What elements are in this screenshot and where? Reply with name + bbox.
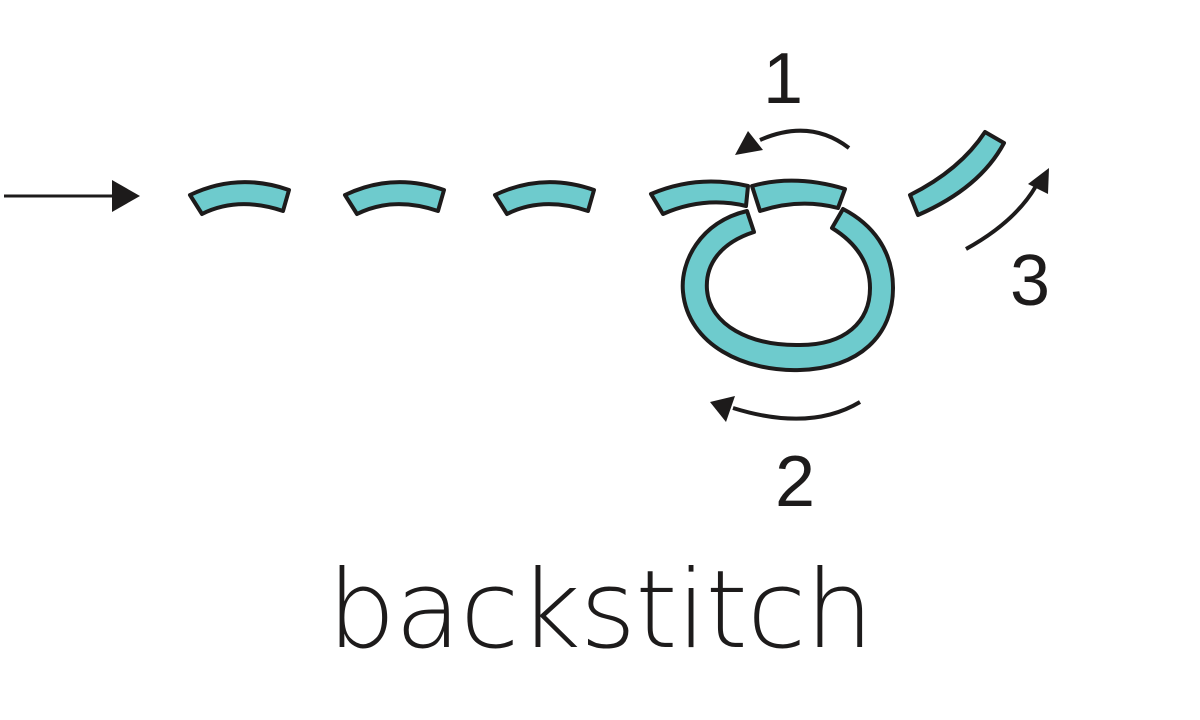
direction-arrow-icon: [4, 180, 140, 212]
step-2-arrow-icon: [710, 396, 862, 422]
diagram-title: backstitch: [327, 548, 873, 673]
step-1-arrow-icon: [735, 128, 851, 155]
stitch-2: [343, 180, 446, 216]
stitch-next: [908, 130, 1006, 217]
step-3-arrow-icon: [965, 168, 1049, 251]
step-3-label: 3: [1010, 241, 1050, 321]
stitch-3: [493, 180, 596, 216]
stitch-4: [649, 179, 750, 216]
step-1-label: 1: [763, 39, 803, 119]
stitch-loop: [680, 207, 895, 373]
stitch-1: [188, 180, 291, 216]
step-2-label: 2: [775, 442, 815, 522]
stitch-5: [750, 178, 847, 213]
